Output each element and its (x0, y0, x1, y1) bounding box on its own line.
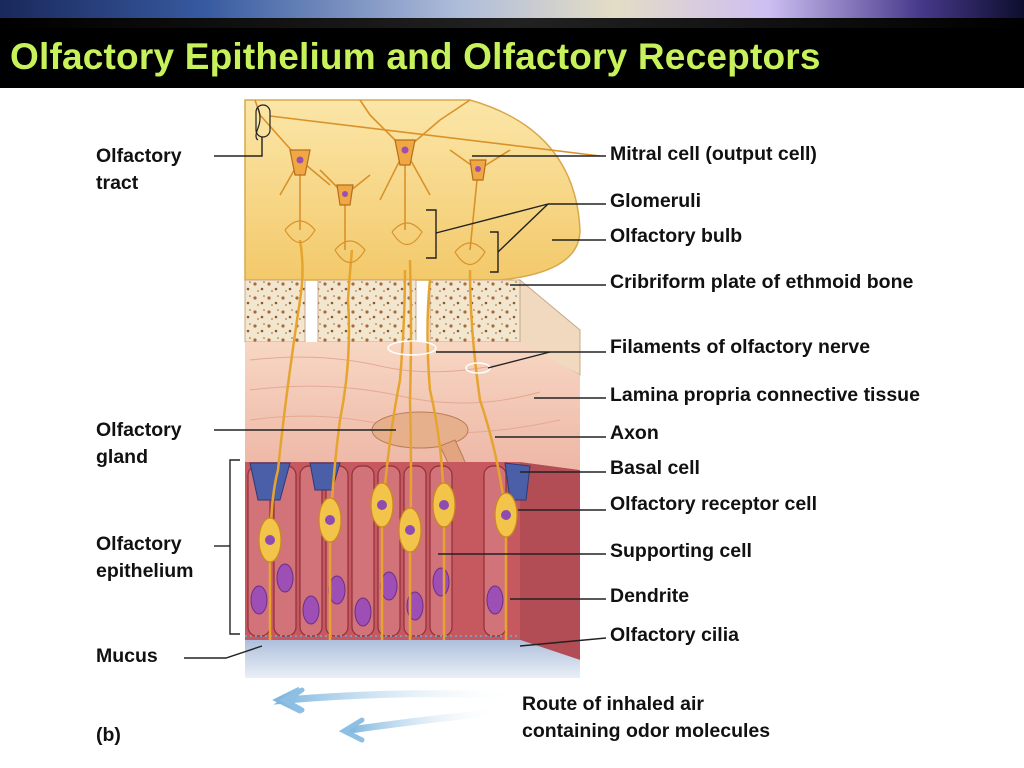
label-cribriform-plate: Cribriform plate of ethmoid bone (610, 271, 914, 293)
panel-label: (b) (96, 724, 121, 746)
label-basal-cell: Basal cell (610, 457, 700, 479)
label-olfactory-tract-line2: tract (96, 172, 139, 194)
label-mucus: Mucus (96, 645, 158, 667)
label-filaments: Filaments of olfactory nerve (610, 336, 871, 358)
label-olfactory-gland-line2: gland (96, 446, 148, 468)
olfactory-epithelium (245, 462, 580, 660)
olfactory-bulb (244, 99, 581, 281)
air-route-line1: Route of inhaled air (522, 693, 705, 715)
label-olfactory-epithelium-line2: epithelium (96, 560, 194, 582)
label-olfactory-bulb: Olfactory bulb (610, 225, 743, 247)
title-decoration-band (0, 18, 1024, 28)
air-route-arrows (272, 686, 524, 743)
label-axon: Axon (610, 422, 659, 444)
air-route-caption: Route of inhaled air containing odor mol… (522, 691, 770, 745)
label-lamina-propria: Lamina propria connective tissue (610, 384, 920, 406)
label-olfactory-cilia: Olfactory cilia (610, 624, 739, 646)
lamina-propria (245, 342, 580, 470)
mucus-layer (245, 635, 580, 678)
leader-lines (184, 137, 607, 659)
label-olfactory-gland-line1: Olfactory (96, 419, 182, 441)
label-olfactory-epithelium: Olfactory epithelium (96, 531, 194, 585)
label-supporting-cell: Supporting cell (610, 540, 752, 562)
label-olfactory-tract-line1: Olfactory (96, 145, 182, 167)
label-mitral-cell: Mitral cell (output cell) (610, 143, 817, 165)
label-receptor-cell: Olfactory receptor cell (610, 493, 817, 515)
air-route-line2: containing odor molecules (522, 720, 771, 742)
label-olfactory-epithelium-line1: Olfactory (96, 533, 182, 555)
receptor-nuclei (265, 500, 511, 545)
label-glomeruli: Glomeruli (610, 190, 702, 212)
label-olfactory-gland: Olfactory gland (96, 417, 182, 471)
label-dendrite: Dendrite (610, 585, 690, 607)
slide-title: Olfactory Epithelium and Olfactory Recep… (10, 36, 821, 77)
label-olfactory-tract: Olfactory tract (96, 143, 182, 197)
title-bar: Olfactory Epithelium and Olfactory Recep… (0, 0, 1024, 88)
